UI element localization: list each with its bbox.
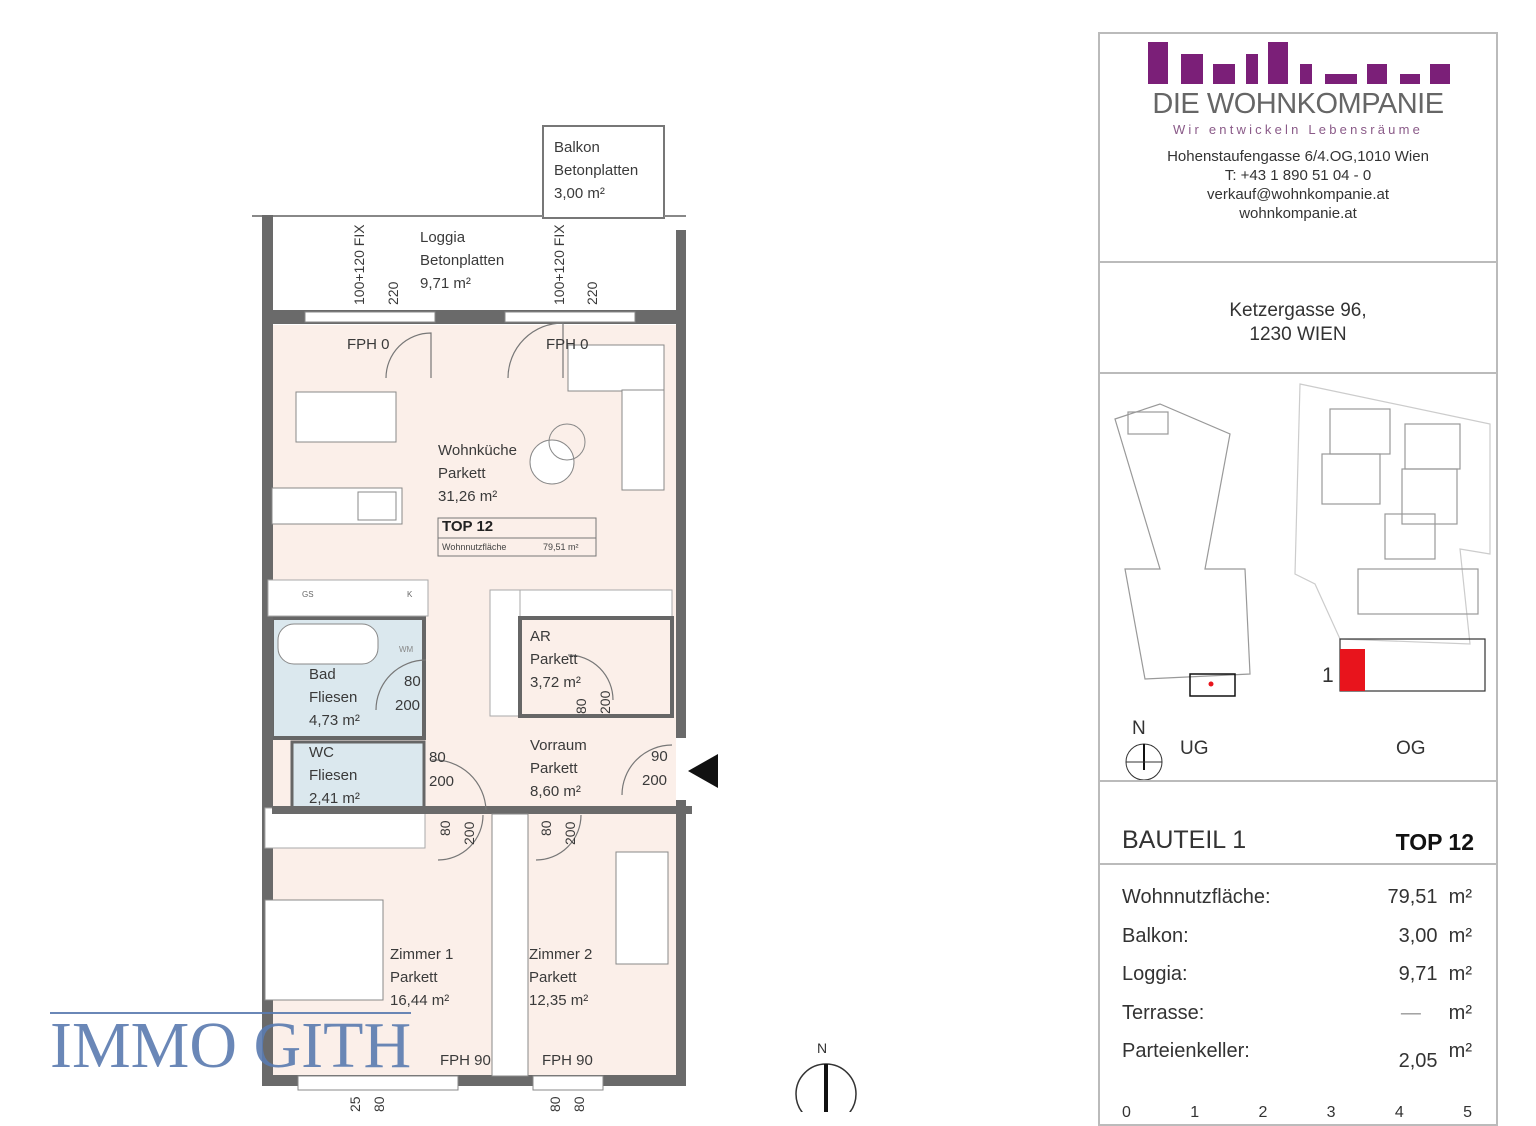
door-width: 80 [404, 673, 421, 690]
watermark: IMMO GITH [50, 1009, 412, 1082]
window-label: FPH 0 [347, 336, 390, 353]
company-tagline: Wir entwickeln Lebensräume [1172, 122, 1424, 137]
door-width: 80 [437, 820, 453, 836]
window-height-label: 220 [385, 281, 401, 305]
fixture-gs: GS [302, 590, 314, 599]
project-city: 1230 WIEN [1249, 324, 1347, 345]
door-width: 80 [538, 820, 554, 836]
room-label-zimmer2: Zimmer 2 Parkett 12,35 m² [529, 946, 593, 1009]
bauteil-marker: 1 [1322, 664, 1334, 687]
area-row: Wohnnutzfläche:79,51 m² [1122, 886, 1472, 908]
unit-highlight [1340, 649, 1365, 691]
room-label-vorraum: Vorraum Parkett 8,60 m² [530, 737, 587, 800]
site-og-label: OG [1396, 738, 1426, 759]
door-height: 200 [395, 697, 421, 714]
door-width: 80 [573, 698, 589, 714]
top-box-label: Wohnnutzfläche [442, 542, 507, 552]
room-label-wc: WC Fliesen 2,41 m² [309, 744, 360, 807]
area-row: Loggia:9,71 m² [1122, 963, 1472, 985]
door-height: 200 [461, 821, 477, 845]
room-label-balkon: Balkon Betonplatten 3,00 m² [554, 139, 639, 202]
door-width: 80 [429, 749, 446, 766]
company-logo [1148, 42, 1450, 84]
fixture-wm: WM [399, 645, 414, 654]
room-label-zimmer1: Zimmer 1 Parkett 16,44 m² [390, 946, 454, 1009]
fixture-k: K [407, 590, 413, 599]
company-email[interactable]: verkauf@wohnkompanie.at [1207, 186, 1389, 203]
company-website[interactable]: wohnkompanie.at [1239, 205, 1357, 222]
window-sill-label: 25 [347, 1096, 363, 1112]
project-street: Ketzergasse 96, [1229, 300, 1367, 321]
room-label-bad: Bad Fliesen 4,73 m² [309, 666, 360, 729]
area-row: Parteienkeller:2,05 m² [1122, 1040, 1472, 1072]
site-ug-label: UG [1180, 738, 1209, 759]
window-label: FPH 0 [546, 336, 589, 353]
north-label: N [817, 1040, 828, 1056]
window-sill-label: 80 [571, 1096, 587, 1112]
window-fix-label: 100+120 FIX [351, 224, 367, 305]
company-name: DIE WOHNKOMPANIE [1152, 88, 1444, 120]
room-label-loggia: Loggia Betonplatten 9,71 m² [420, 229, 505, 292]
top-box-value: 79,51 m² [543, 542, 579, 552]
company-address: Hohenstaufengasse 6/4.OG,1010 Wien [1167, 148, 1429, 165]
room-label-wohnkueche: Wohnküche Parkett 31,26 m² [438, 442, 517, 505]
door-width: 90 [651, 748, 668, 765]
company-phone: T: +43 1 890 51 04 - 0 [1224, 167, 1372, 184]
info-panel: DIE WOHNKOMPANIE Wir entwickeln Lebensrä… [1098, 32, 1498, 1126]
door-height: 200 [597, 690, 613, 714]
site-plan [1114, 383, 1491, 780]
area-row: Balkon:3,00 m² [1122, 925, 1472, 947]
entrance-arrow-icon [688, 754, 718, 788]
window-fix-label: 100+120 FIX [551, 224, 567, 305]
floor-plan [252, 125, 857, 1112]
bauteil-label: BAUTEIL 1 [1122, 826, 1247, 854]
top-box-title: TOP 12 [442, 518, 494, 535]
window-sill-label: 80 [547, 1096, 563, 1112]
site-north-label: N [1132, 718, 1146, 739]
top-label: TOP 12 [1395, 829, 1474, 855]
area-row: Terrasse:— m² [1122, 1002, 1472, 1024]
north-arrow-icon [795, 1063, 857, 1112]
door-height: 200 [562, 821, 578, 845]
door-height: 200 [642, 772, 668, 789]
door-height: 200 [429, 773, 455, 790]
wc-area [290, 740, 426, 810]
window-label: FPH 90 [542, 1052, 593, 1069]
window-label: FPH 90 [440, 1052, 491, 1069]
window-sill-label: 80 [371, 1096, 387, 1112]
window-height-label: 220 [584, 281, 600, 305]
room-label-ar: AR Parkett 3,72 m² [530, 628, 581, 691]
